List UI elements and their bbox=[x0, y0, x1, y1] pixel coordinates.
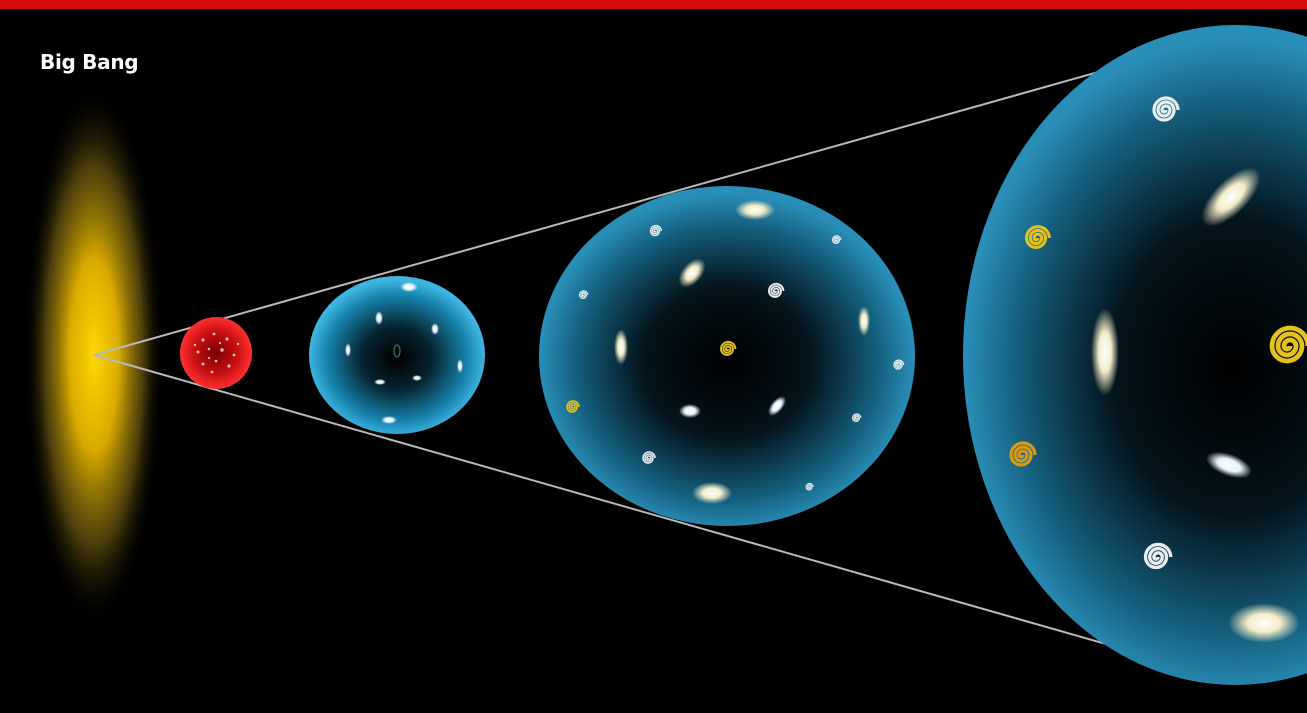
elliptical-galaxy-icon bbox=[400, 282, 418, 292]
medium-universe-bubble bbox=[539, 186, 915, 526]
elliptical-galaxy-icon bbox=[1228, 603, 1300, 643]
cone-line-lower bbox=[93, 354, 1149, 657]
elliptical-galaxy-icon bbox=[345, 343, 351, 357]
elliptical-galaxy-icon bbox=[374, 379, 386, 385]
large-universe-bubble bbox=[963, 25, 1307, 685]
elliptical-galaxy-icon bbox=[457, 359, 463, 373]
elliptical-galaxy-icon bbox=[614, 329, 628, 365]
top-accent-bar bbox=[0, 0, 1307, 9]
elliptical-galaxy-icon bbox=[858, 306, 870, 336]
spiral-galaxy-icon bbox=[393, 344, 401, 358]
elliptical-galaxy-icon bbox=[692, 482, 732, 504]
elliptical-galaxy-icon bbox=[1091, 308, 1119, 396]
cone-line-upper bbox=[93, 57, 1149, 356]
elliptical-galaxy-icon bbox=[678, 258, 706, 288]
elliptical-galaxy-icon bbox=[1206, 451, 1252, 479]
elliptical-galaxy-icon bbox=[768, 396, 786, 416]
elliptical-galaxy-icon bbox=[375, 311, 383, 325]
small-universe-bubble bbox=[309, 276, 485, 434]
elliptical-galaxy-icon bbox=[735, 200, 775, 220]
elliptical-galaxy-icon bbox=[431, 323, 439, 335]
big-bang-label: Big Bang bbox=[40, 50, 139, 74]
elliptical-galaxy-icon bbox=[412, 375, 422, 381]
elliptical-galaxy-icon bbox=[1201, 167, 1261, 227]
early-universe-sphere bbox=[180, 317, 252, 389]
elliptical-galaxy-icon bbox=[381, 416, 397, 424]
elliptical-galaxy-icon bbox=[679, 404, 701, 418]
